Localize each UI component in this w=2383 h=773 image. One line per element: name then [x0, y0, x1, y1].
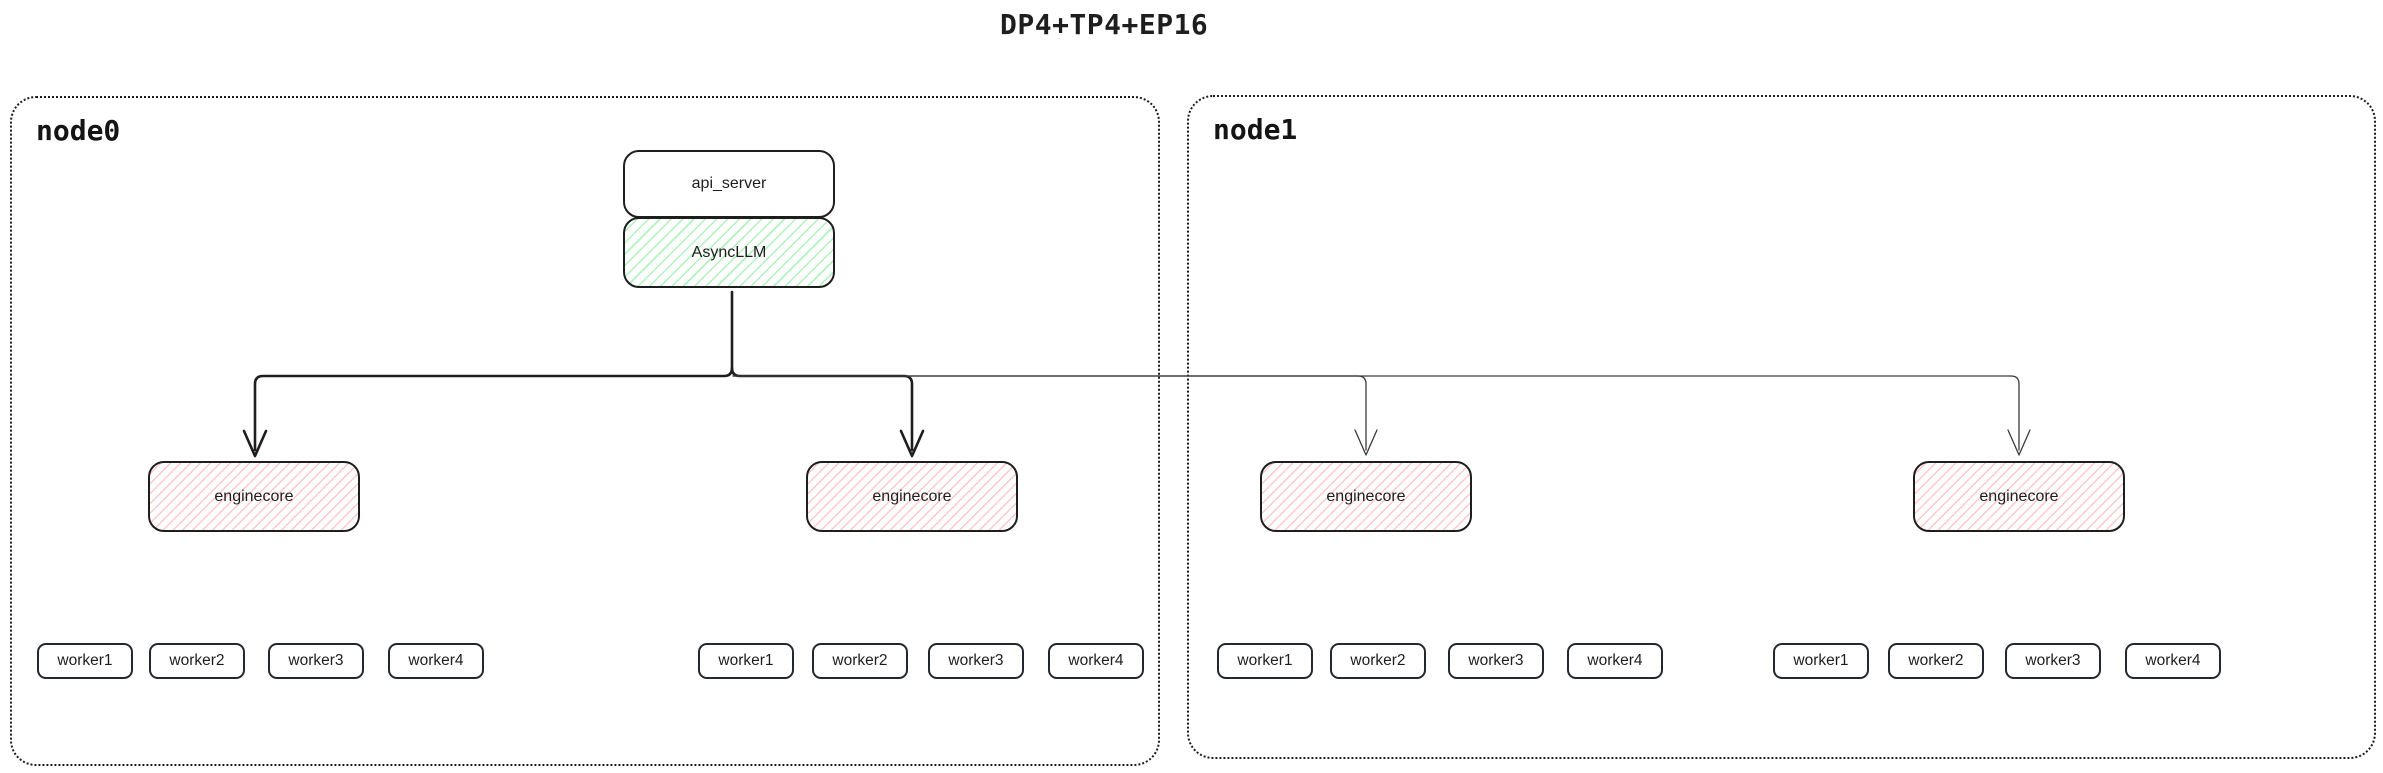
node1-label: node1: [1213, 113, 1298, 146]
worker-chip: worker3: [268, 643, 364, 679]
worker-chip: worker4: [2125, 643, 2221, 679]
worker-chip: worker1: [1217, 643, 1313, 679]
worker-chip: worker1: [37, 643, 133, 679]
worker-chip: worker3: [2005, 643, 2101, 679]
enginecore-box-1: enginecore: [148, 461, 360, 532]
worker-chip: worker1: [698, 643, 794, 679]
worker-chip: worker4: [1567, 643, 1663, 679]
worker-chip: worker2: [812, 643, 908, 679]
worker-chip: worker1: [1773, 643, 1869, 679]
enginecore-box-4: enginecore: [1913, 461, 2125, 532]
worker-chip: worker4: [1048, 643, 1144, 679]
node0-label: node0: [36, 114, 121, 147]
worker-chip: worker3: [928, 643, 1024, 679]
api-server-box: api_server: [623, 150, 835, 218]
worker-chip: worker2: [1888, 643, 1984, 679]
enginecore-box-2: enginecore: [806, 461, 1018, 532]
worker-chip: worker2: [1330, 643, 1426, 679]
worker-chip: worker2: [149, 643, 245, 679]
worker-chip: worker3: [1448, 643, 1544, 679]
asyncllm-box: AsyncLLM: [623, 217, 835, 288]
worker-chip: worker4: [388, 643, 484, 679]
diagram-title: DP4+TP4+EP16: [1000, 8, 1209, 41]
enginecore-box-3: enginecore: [1260, 461, 1472, 532]
